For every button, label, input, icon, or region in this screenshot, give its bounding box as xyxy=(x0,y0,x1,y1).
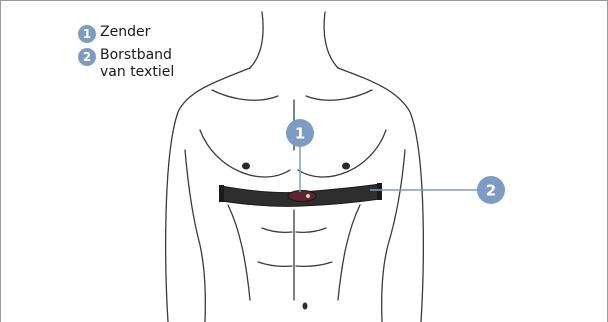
strap-end-right xyxy=(377,183,382,200)
neck-right-outline xyxy=(324,12,338,68)
nipple-left xyxy=(242,163,250,170)
nipple-right xyxy=(342,163,350,170)
abs-right-lower xyxy=(296,262,332,266)
abs-right-upper xyxy=(296,228,326,232)
arm-left-inner xyxy=(185,150,205,322)
abs-left-upper xyxy=(262,228,292,232)
strap-end-left xyxy=(219,185,224,202)
transmitter-dot xyxy=(306,194,310,198)
arm-right-inner xyxy=(382,150,405,322)
collarbone-left xyxy=(212,90,278,100)
abs-left-lower xyxy=(258,262,292,266)
collarbone-right xyxy=(306,90,372,100)
pec-left-outline xyxy=(200,130,290,177)
neck-left-outline xyxy=(250,12,263,68)
rib-left xyxy=(228,205,250,300)
rib-right xyxy=(338,205,360,300)
callout-2-number: 2 xyxy=(486,182,496,200)
transmitter xyxy=(288,191,316,202)
navel xyxy=(303,303,308,310)
callout-1-number: 1 xyxy=(295,125,305,143)
